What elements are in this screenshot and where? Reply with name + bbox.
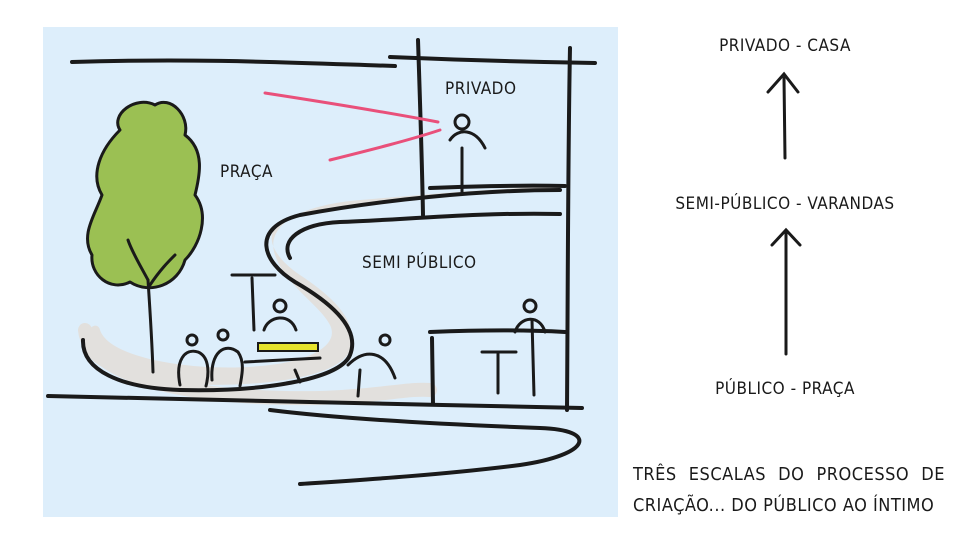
people-group [177, 273, 397, 398]
tree-trunk [126, 238, 177, 374]
building-lines [46, 38, 597, 486]
scale-private: PRIVADO - CASA [719, 36, 851, 56]
label-semi-publico: SEMI PÚBLICO [362, 253, 477, 273]
person-private [448, 113, 487, 194]
bench [257, 342, 319, 352]
arrow-up-icon [770, 227, 802, 356]
scale-public: PÚBLICO - PRAÇA [715, 379, 855, 399]
walkway-path [84, 186, 560, 385]
caption-line: CRIAÇÃO... DO PÚBLICO AO ÍNTIMO [633, 495, 935, 516]
gaze-lines [263, 91, 442, 162]
arrow-up-icon [766, 71, 800, 160]
label-privado: PRIVADO [445, 79, 517, 99]
tree-canopy [86, 100, 204, 290]
person-veranda [480, 298, 547, 397]
caption: TRÊS ESCALAS DO PROCESSO DE CRIAÇÃO... D… [633, 459, 945, 521]
label-praca: PRAÇA [220, 162, 273, 182]
walkway-edge-lower [78, 323, 437, 406]
caption-line: TRÊS ESCALAS DO PROCESSO DE [633, 464, 945, 485]
scale-semi-public: SEMI-PÚBLICO - VARANDAS [675, 194, 895, 214]
